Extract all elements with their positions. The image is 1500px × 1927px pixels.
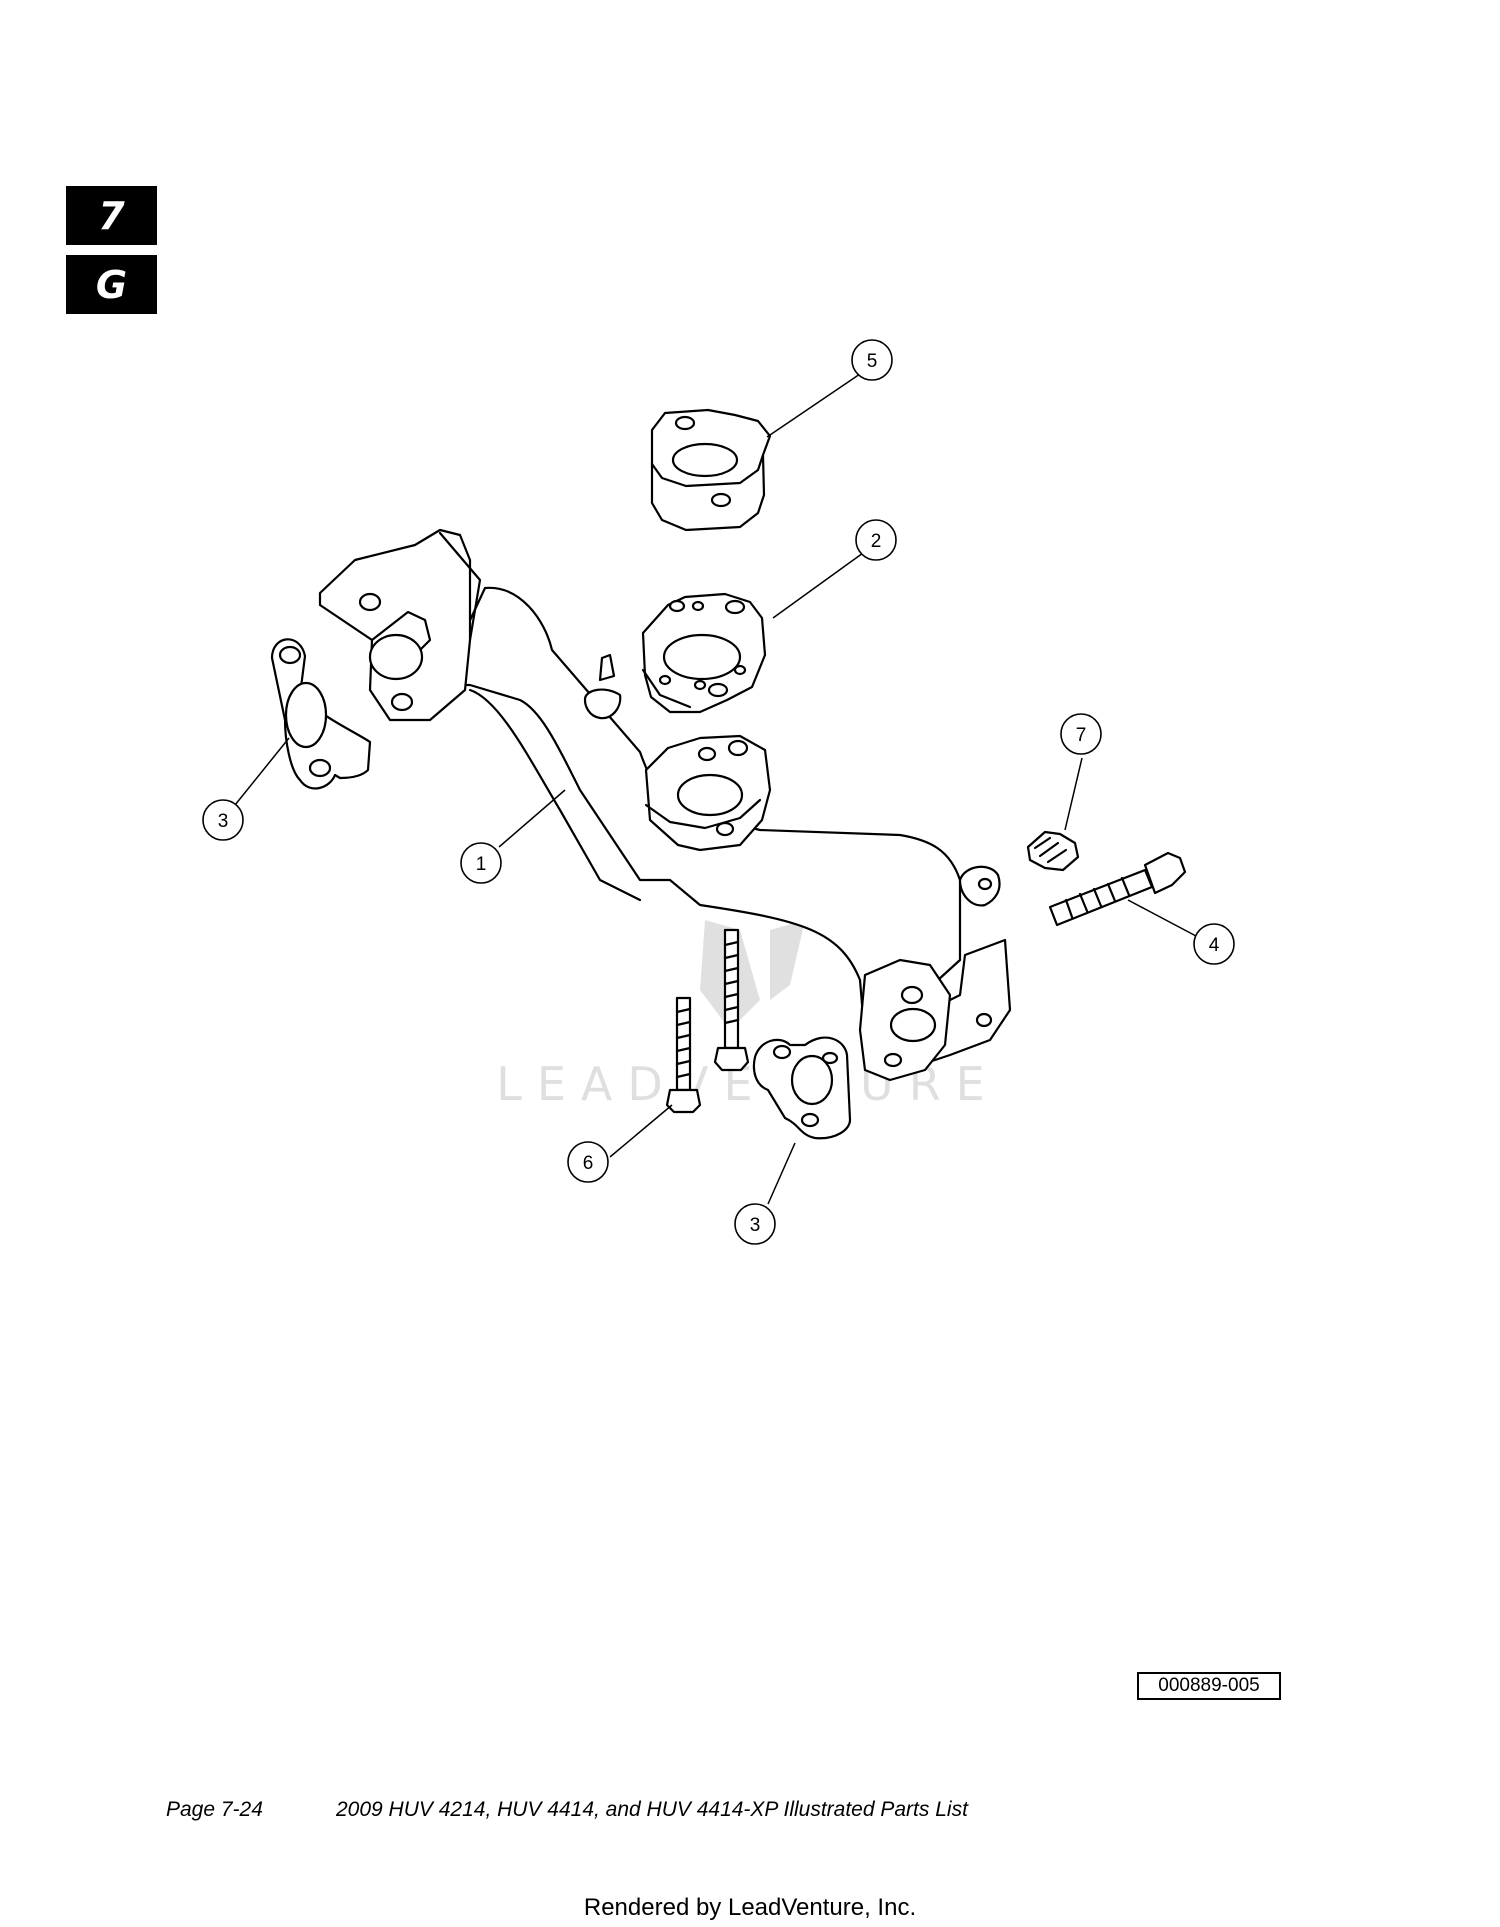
svg-text:4: 4 <box>1209 935 1220 956</box>
rendered-by-credit: Rendered by LeadVenture, Inc. <box>583 1894 917 1921</box>
leader-line-3-left <box>234 737 290 806</box>
callout-2: 2 <box>855 519 897 561</box>
part-short-bolts <box>665 928 750 1114</box>
part-long-bolt <box>1048 851 1187 927</box>
leader-line-6 <box>609 1104 673 1158</box>
svg-text:6: 6 <box>583 1153 594 1174</box>
leader-line-2 <box>772 552 864 619</box>
svg-text:1: 1 <box>476 854 487 875</box>
part-exhaust-gasket-left <box>270 638 372 790</box>
callout-3-right: 3 <box>734 1203 776 1245</box>
chapter-tab: 7 <box>66 186 157 245</box>
callout-5: 5 <box>851 339 893 381</box>
callout-3-left: 3 <box>202 799 244 841</box>
svg-text:5: 5 <box>867 351 878 372</box>
part-threaded-plug <box>1026 830 1080 872</box>
callouts: 5 2 7 3 1 4 6 3 <box>202 339 1235 1245</box>
leader-line-1 <box>498 789 566 848</box>
callout-6: 6 <box>567 1141 609 1183</box>
leader-line-7 <box>1064 757 1083 831</box>
part-spacer-block <box>650 408 772 532</box>
svg-text:3: 3 <box>750 1215 761 1236</box>
leader-line-3-right <box>767 1142 796 1205</box>
svg-text:3: 3 <box>218 811 229 832</box>
svg-text:7: 7 <box>1076 725 1087 746</box>
footer-page-number: Page 7-24 <box>166 1798 263 1821</box>
figure-number: 000889-005 <box>1137 1672 1281 1700</box>
section-tab: G <box>66 255 157 314</box>
callout-4: 4 <box>1193 923 1235 965</box>
callout-7: 7 <box>1060 713 1102 755</box>
leader-lines <box>234 373 1197 1205</box>
leader-line-4 <box>1127 899 1197 937</box>
part-exhaust-gasket-right <box>752 1036 852 1140</box>
leader-line-5 <box>766 373 861 438</box>
footer-document-title: 2009 HUV 4214, HUV 4414, and HUV 4414-XP… <box>336 1798 968 1821</box>
callout-1: 1 <box>460 842 502 884</box>
part-carburetor-gasket <box>641 592 767 714</box>
part-exhaust-manifold <box>318 528 1012 1082</box>
watermark-logo-icon <box>700 920 805 1030</box>
svg-text:2: 2 <box>871 531 882 552</box>
